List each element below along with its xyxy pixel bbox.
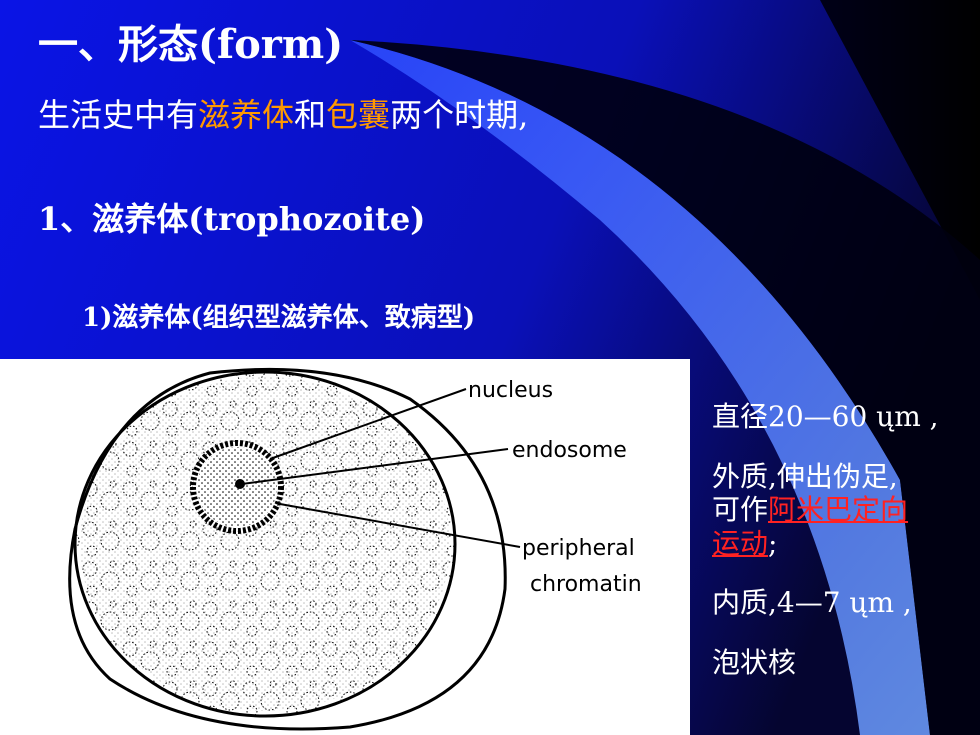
trophozoite-description: 直径20—60 ųm , 外质,伸出伪足, 可作阿米巴定向 运动; 内质,4—7… bbox=[712, 400, 962, 680]
slide-title: 一、形态(form) bbox=[38, 21, 344, 68]
endoplasm-text: 内质,4—7 ųm , bbox=[712, 586, 912, 620]
label-peripheral: peripheral bbox=[522, 536, 635, 561]
movement-suffix: ; bbox=[768, 526, 778, 560]
movement-text: 可作阿米巴定向 bbox=[712, 493, 962, 527]
amoeboid-movement-link-2[interactable]: 运动 bbox=[712, 526, 769, 560]
intro-text-1: 生活史中有 bbox=[38, 96, 199, 134]
intro-text-3: 两个时期, bbox=[390, 96, 529, 134]
highlight-trophozoite: 滋养体 bbox=[198, 96, 295, 134]
label-chromatin: chromatin bbox=[530, 572, 642, 597]
label-nucleus: nucleus bbox=[468, 378, 553, 403]
movement-text-2: 运动; bbox=[712, 527, 962, 561]
ectoplasm-text: 外质,伸出伪足, bbox=[712, 459, 898, 493]
diameter-text: 直径20—60 ųm , bbox=[712, 400, 939, 433]
label-endosome: endosome bbox=[512, 438, 627, 463]
section-heading-trophozoite: 1、滋养体(trophozoite) bbox=[38, 200, 426, 238]
trophozoite-figure: nucleus endosome peripheral chromatin bbox=[0, 359, 690, 735]
intro-text-2: 和 bbox=[294, 96, 327, 134]
movement-prefix: 可作 bbox=[712, 493, 769, 527]
endosome-shape bbox=[235, 479, 245, 489]
nucleus-leader bbox=[269, 388, 467, 460]
vesicular-nucleus-text: 泡状核 bbox=[712, 645, 797, 679]
trophozoite-diagram: nucleus endosome peripheral chromatin bbox=[68, 367, 642, 731]
highlight-cyst: 包囊 bbox=[326, 96, 391, 134]
amoeboid-movement-link[interactable]: 阿米巴定向 bbox=[768, 493, 909, 527]
endosome-leader bbox=[241, 448, 509, 485]
intro-line: 生活史中有滋养体和包囊两个时期, bbox=[38, 90, 528, 136]
chromatin-leader bbox=[279, 503, 521, 548]
subsection-heading: 1)滋养体(组织型滋养体、致病型) bbox=[82, 303, 475, 333]
